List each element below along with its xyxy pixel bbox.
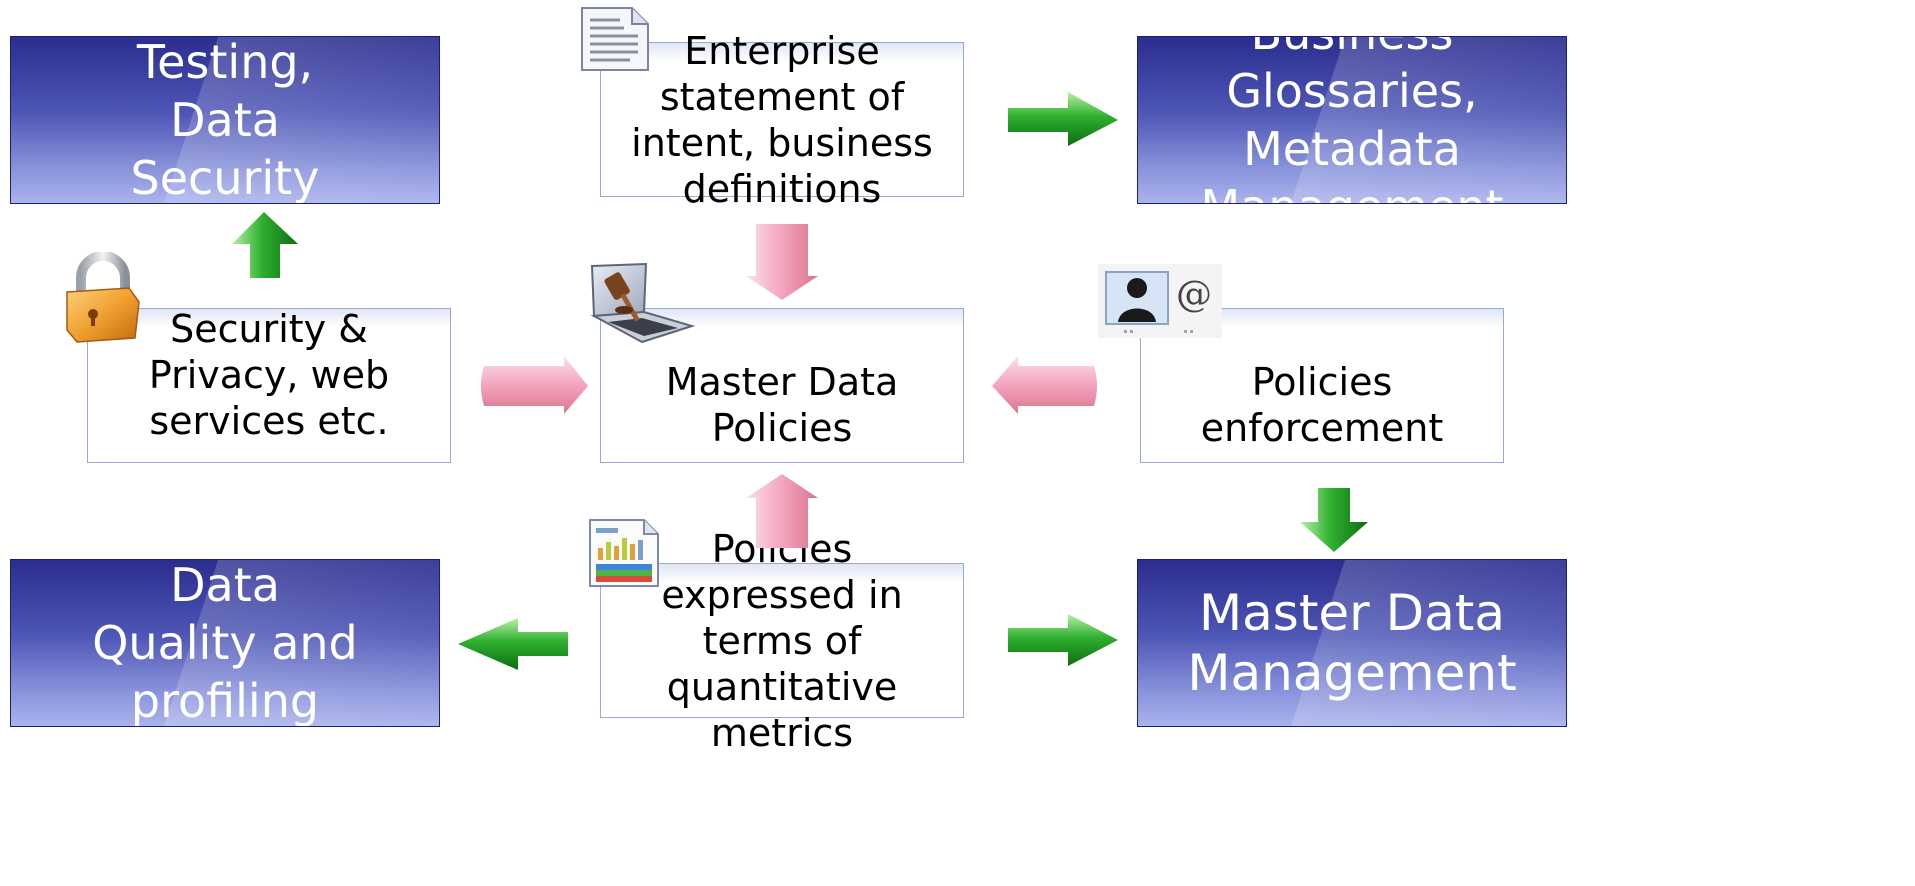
svg-text:@: @ — [1176, 274, 1212, 315]
master-data-policies-box: Master Data Policies — [600, 308, 964, 463]
pink-arrow-up-bottom — [746, 474, 818, 548]
security-privacy-label: Security & Privacy, web services etc. — [148, 307, 390, 443]
green-arrow-right-top — [1008, 92, 1118, 146]
policies-expressed-box: Policies expressed in terms of quantitat… — [600, 527, 964, 755]
business-glossaries-label: Business Glossaries, Metadata Management — [1200, 37, 1503, 203]
master-data-management-label: Master Data Management — [1187, 584, 1517, 702]
pink-arrow-down-top — [746, 224, 818, 300]
security-privacy-box: Security & Privacy, web services etc. — [87, 307, 451, 463]
master-data-policies-label: Master Data Policies — [665, 360, 899, 450]
data-quality-box: Data Quality and profiling — [10, 559, 440, 727]
master-data-management-box: Master Data Management — [1137, 559, 1567, 727]
green-arrow-down-right — [1300, 488, 1368, 552]
policies-enforcement-label: Policies enforcement — [1200, 360, 1444, 450]
green-arrow-up-left — [232, 212, 298, 278]
policies-expressed-label: Policies expressed in terms of quantitat… — [661, 526, 903, 755]
padlock-icon — [66, 252, 140, 343]
pink-arrow-left-middle — [992, 356, 1097, 414]
gavel-laptop-icon — [590, 262, 696, 344]
report-chart-icon — [589, 519, 659, 587]
green-arrow-left-bottom — [458, 618, 568, 670]
data-quality-label: Data Quality and profiling — [92, 559, 358, 727]
document-icon — [581, 7, 649, 71]
business-glossaries-box: Business Glossaries, Metadata Management — [1137, 36, 1567, 204]
testing-data-security-label: Testing, Data Security — [130, 36, 320, 204]
green-arrow-right-bottom — [1008, 614, 1118, 666]
pink-arrow-right-middle — [481, 356, 588, 414]
enterprise-statement-label: Enterprise statement of intent, business… — [631, 28, 933, 211]
testing-data-security-box: Testing, Data Security — [10, 36, 440, 204]
enterprise-statement-box: Enterprise statement of intent, business… — [600, 29, 964, 211]
contact-card-icon: @ — [1098, 264, 1222, 338]
